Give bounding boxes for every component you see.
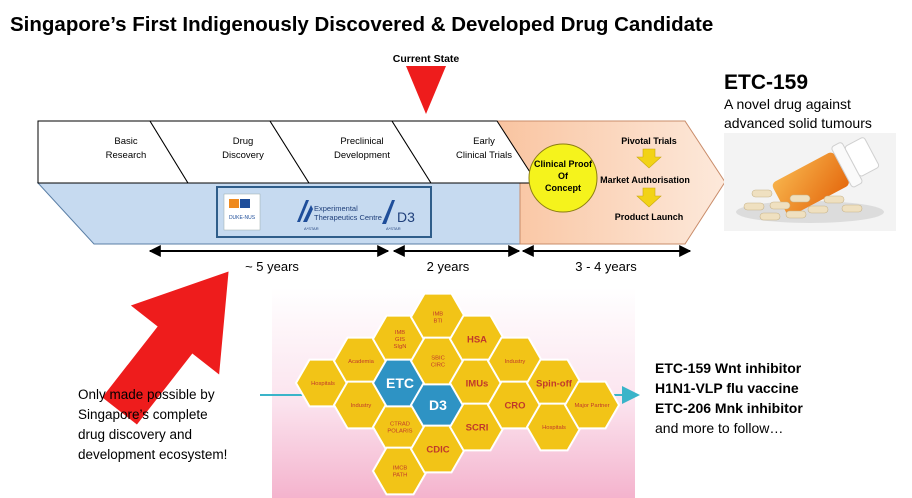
- hex-label-ctrad-polaris: POLARIS: [387, 429, 412, 435]
- hex-label-hsa: HSA: [467, 334, 487, 345]
- honeycomb: HospitalsAcademiaIndustryIMBGISSIgNCTRAD…: [294, 292, 621, 496]
- hex-label-imcb-path: PATH: [393, 473, 408, 479]
- hex-label-spin-off: Spin-off: [536, 378, 573, 389]
- clinical-proof-text: Clinical Proof: [534, 159, 593, 169]
- duke-nus-logo-mark-icon: [229, 199, 239, 208]
- ecosystem-note: Only made possible by: [78, 387, 215, 402]
- step-product-launch: Product Launch: [615, 212, 684, 222]
- hex-label-industry-right: Industry: [505, 359, 526, 365]
- outputs-more: and more to follow…: [655, 420, 783, 436]
- hex-label-sbic-circ: CIRC: [431, 363, 445, 369]
- hex-label-imb-bti: IMB: [433, 312, 443, 318]
- duration-label: 2 years: [427, 259, 470, 274]
- stage-label: Research: [106, 150, 147, 161]
- drug-description: advanced solid tumours: [724, 115, 872, 131]
- ecosystem-note: development ecosystem!: [78, 447, 227, 462]
- ecosystem-note: Singapore’s complete: [78, 407, 208, 422]
- hex-label-sbic-circ: SBIC: [431, 356, 445, 362]
- d3-logo-text: D3: [397, 209, 415, 225]
- pill-bottle-icon: [724, 133, 896, 231]
- stage-label: Development: [334, 150, 390, 161]
- hex-label-imcb-path: IMCB: [393, 466, 408, 472]
- etc-logo-mark-icon: [297, 200, 313, 222]
- step-pivotal-trials: Pivotal Trials: [621, 136, 677, 146]
- step-market-authorisation: Market Authorisation: [600, 175, 690, 185]
- output-item: H1N1-VLP flu vaccine: [655, 380, 799, 396]
- hex-label-d3: D3: [429, 397, 447, 413]
- hex-label-cro: CRO: [504, 400, 525, 411]
- d3-logo-small: A*STAR: [386, 226, 401, 231]
- clinical-proof-text: Of: [558, 171, 569, 181]
- hex-label-imus: IMUs: [466, 378, 489, 389]
- stage-label: Clinical Trials: [456, 150, 512, 161]
- stage-label: Discovery: [222, 150, 264, 161]
- hex-label-industry-left: Industry: [351, 403, 372, 409]
- hex-label-ctrad-polaris: CTRAD: [390, 422, 410, 428]
- drug-name: ETC-159: [724, 71, 808, 94]
- hex-label-hospitals-left: Hospitals: [311, 381, 335, 387]
- hex-label-hospitals-right: Hospitals: [542, 425, 566, 431]
- hex-label-etc: ETC: [386, 375, 414, 391]
- hex-label-imb-bti: BTI: [433, 319, 442, 325]
- duke-nus-logo-mark-icon: [240, 199, 250, 208]
- duration-label: ~ 5 years: [245, 259, 299, 274]
- hex-label-scri: SCRI: [466, 422, 489, 433]
- step-down-arrow-icon: [636, 187, 662, 208]
- etc-logo-small: A*STAR: [304, 226, 319, 231]
- hex-label-imb-gis-sigh: GIS: [395, 337, 405, 343]
- duke-nus-logo-text: DUKE-NUS: [229, 215, 256, 221]
- etc-logo-text: Therapeutics Centre: [314, 213, 382, 222]
- big-red-arrow-icon: [102, 271, 229, 425]
- stage-label: Drug: [233, 136, 254, 147]
- hex-cell-major-partner: [563, 380, 621, 430]
- etc-logo-text: Experimental: [314, 204, 358, 213]
- ecosystem-note: drug discovery and: [78, 427, 192, 442]
- stage-label: Preclinical: [340, 136, 383, 147]
- stage-label: Basic: [114, 136, 137, 147]
- hex-label-imb-gis-sigh: IMB: [395, 330, 405, 336]
- stage-label: Early: [473, 136, 495, 147]
- hex-label-cdic: CDIC: [426, 444, 449, 455]
- hex-label-major-partner: Major Partner: [574, 403, 609, 409]
- slide-title: Singapore’s First Indigenously Discovere…: [10, 13, 713, 36]
- hex-label-academia: Academia: [348, 359, 375, 365]
- clinical-proof-badge: [528, 143, 598, 213]
- clinical-proof-text: Concept: [545, 183, 581, 193]
- d3-logo-mark-icon: [382, 200, 395, 224]
- step-down-arrow-icon: [636, 148, 662, 169]
- output-item: ETC-159 Wnt inhibitor: [655, 360, 802, 376]
- pipeline-arrow-icon: [622, 386, 640, 404]
- output-item: ETC-206 Mnk inhibitor: [655, 400, 803, 416]
- duration-label: 3 - 4 years: [575, 259, 637, 274]
- hex-label-imb-gis-sigh: SIgN: [394, 344, 407, 350]
- current-state-marker-icon: [406, 66, 446, 114]
- current-state-label: Current State: [393, 53, 460, 65]
- drug-description: A novel drug against: [724, 96, 851, 112]
